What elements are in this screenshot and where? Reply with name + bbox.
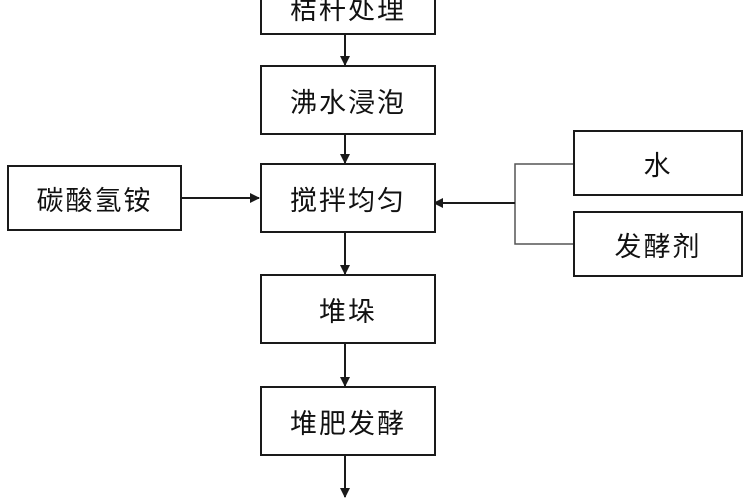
node-stir: 搅拌均匀 bbox=[260, 163, 436, 233]
node-pile-up-label: 堆垛 bbox=[319, 296, 377, 328]
node-ammonium-bicarbonate-label: 碳酸氢铵 bbox=[36, 185, 153, 217]
node-pretreatment: 秸秆处理 bbox=[260, 0, 436, 35]
node-fermentation-agent-label: 发酵剂 bbox=[614, 231, 702, 263]
node-compost-label: 堆肥发酵 bbox=[290, 408, 406, 440]
node-pile-up: 堆垛 bbox=[260, 274, 436, 344]
node-compost: 堆肥发酵 bbox=[260, 386, 436, 456]
node-water-label: 水 bbox=[643, 150, 673, 182]
node-stir-label: 搅拌均匀 bbox=[290, 185, 406, 217]
node-boiling-soak-label: 沸水浸泡 bbox=[290, 87, 406, 119]
node-water: 水 bbox=[573, 130, 743, 196]
node-ammonium-bicarbonate: 碳酸氢铵 bbox=[7, 165, 182, 231]
node-fermentation-agent: 发酵剂 bbox=[573, 211, 743, 277]
branch-water bbox=[514, 163, 573, 245]
node-boiling-soak: 沸水浸泡 bbox=[260, 65, 436, 135]
node-pretreatment-label: 秸秆处理 bbox=[290, 0, 406, 26]
